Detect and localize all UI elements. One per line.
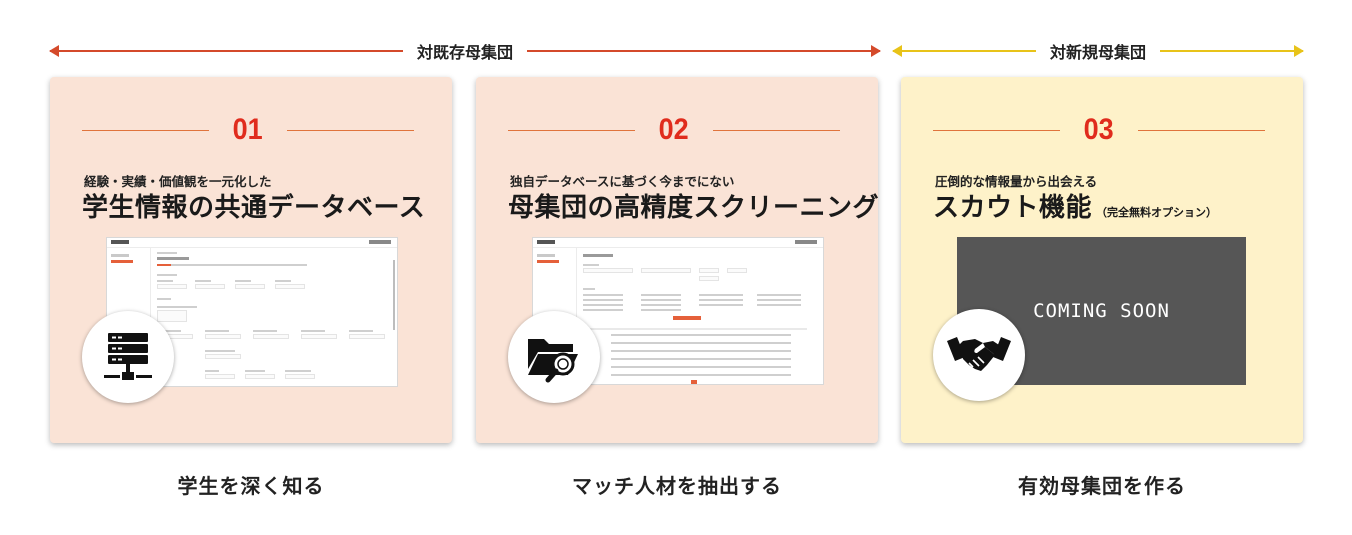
scope-arrow-right-line xyxy=(1160,45,1305,57)
handshake-icon xyxy=(947,337,1011,371)
number-rule-right xyxy=(286,129,414,131)
caption-know-students: 学生を深く知る xyxy=(177,474,325,498)
card-subtitle: 圧倒的な情報量から出会える xyxy=(935,174,1098,189)
feature-card-scout: 03 圧倒的な情報量から出会える スカウト機能（完全無料オプション） COMIN… xyxy=(901,77,1303,443)
card-title: 母集団の高精度スクリーニング xyxy=(508,193,880,223)
number-rule-right xyxy=(712,129,840,131)
card-number-row: 01 xyxy=(82,115,414,145)
card-title-option: （完全無料オプション） xyxy=(1096,206,1218,219)
card-number: 01 xyxy=(232,113,264,146)
card-number-row: 03 xyxy=(933,115,1265,145)
card-subtitle: 経験・実績・価値観を一元化した xyxy=(84,174,272,189)
scope-new-arrow: 対新規母集団 xyxy=(892,38,1305,64)
database-icon-badge xyxy=(82,311,174,403)
feature-card-screening: 02 独自データベースに基づく今までにない 母集団の高精度スクリーニング xyxy=(476,77,880,443)
number-rule-right xyxy=(1137,129,1265,131)
number-rule-left xyxy=(82,129,210,131)
card-number-row: 02 xyxy=(508,115,840,145)
folder-search-icon xyxy=(528,339,578,383)
server-database-icon xyxy=(104,333,152,380)
caption-extract-matches: マッチ人材を抽出する xyxy=(572,474,782,498)
scope-arrow-right-line xyxy=(527,45,882,57)
caption-build-pool: 有効母集団を作る xyxy=(1018,474,1186,498)
scope-existing-arrow: 対既存母集団 xyxy=(49,38,882,64)
scope-arrow-left-line xyxy=(49,45,403,57)
scope-new-label: 対新規母集団 xyxy=(1050,43,1147,62)
screening-icon-badge xyxy=(508,311,600,403)
number-rule-left xyxy=(933,129,1061,131)
scope-existing-label: 対既存母集団 xyxy=(417,43,514,62)
card-number: 03 xyxy=(1083,113,1115,146)
number-rule-left xyxy=(508,129,636,131)
card-title-text: スカウト機能 xyxy=(933,193,1093,223)
card-title: 学生情報の共通データベース xyxy=(82,193,426,223)
card-number: 02 xyxy=(658,113,690,146)
card-title: スカウト機能（完全無料オプション） xyxy=(933,187,1217,224)
scope-arrow-left-line xyxy=(892,45,1036,57)
feature-card-database: 01 経験・実績・価値観を一元化した 学生情報の共通データベース xyxy=(50,77,452,443)
scout-icon-badge xyxy=(933,309,1025,401)
card-subtitle: 独自データベースに基づく今までにない xyxy=(510,174,735,189)
